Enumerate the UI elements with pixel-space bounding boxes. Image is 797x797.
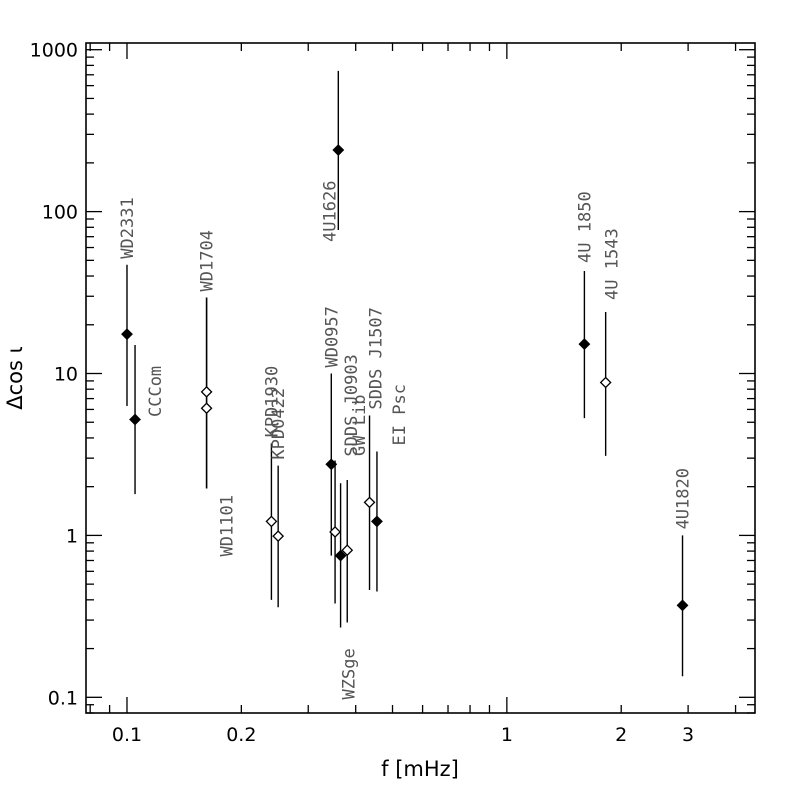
data-point — [334, 549, 347, 562]
data-point — [371, 515, 383, 528]
point-label: SDDS J1507 — [367, 307, 387, 409]
data-markers — [121, 144, 689, 612]
point-label: KPD1930 — [262, 366, 282, 438]
point-label: 4U1626 — [320, 181, 340, 242]
y-tick-label: 100 — [42, 202, 78, 224]
y-tick-label: 0.1 — [48, 687, 78, 709]
y-tick-label: 1 — [66, 525, 78, 547]
x-tick-label: 0.1 — [112, 724, 142, 746]
data-point — [363, 496, 376, 509]
point-label: 4U 1543 — [603, 228, 623, 300]
point-label: SDDS J0903 — [342, 354, 362, 456]
data-point — [200, 402, 213, 415]
data-point — [341, 544, 354, 557]
y-axis-title: Δcos ι — [3, 346, 27, 409]
point-label: CCCom — [146, 366, 166, 417]
data-point — [599, 376, 612, 389]
point-label: 4U1820 — [674, 468, 694, 529]
data-point — [265, 515, 278, 528]
data-point — [676, 599, 689, 612]
point-label: WD0957 — [322, 306, 342, 367]
y-tick-label: 10 — [54, 364, 78, 386]
point-label: WD1704 — [198, 230, 218, 291]
x-tick-label: 1 — [501, 724, 513, 746]
point-label: WD2331 — [118, 197, 138, 258]
x-tick-label: 3 — [682, 724, 694, 746]
data-point — [121, 328, 133, 341]
x-tick-label: 0.2 — [226, 724, 256, 746]
data-point — [325, 458, 338, 471]
error-bars — [126, 70, 684, 677]
data-point — [332, 144, 345, 156]
axis-ticks — [86, 43, 755, 714]
data-point — [129, 413, 141, 426]
data-point — [272, 530, 285, 543]
data-point — [578, 338, 591, 350]
point-label: WZSge — [340, 648, 360, 699]
point-label: KPD0422 — [269, 388, 289, 460]
point-label: 4U 1850 — [575, 191, 595, 263]
point-label: EI Psc — [390, 384, 410, 445]
x-axis-title: f [mHz] — [381, 757, 459, 781]
x-tick-label: 2 — [615, 724, 627, 746]
tick-labels: 0.1 0.2 1 2 3 0.1 1 10 100 1000 — [30, 40, 695, 746]
point-label: GW Lib — [350, 395, 370, 456]
plot-frame — [85, 42, 756, 714]
point-label: WD1101 — [218, 495, 238, 556]
y-tick-label: 1000 — [30, 40, 78, 62]
data-point — [200, 385, 213, 398]
data-point — [329, 526, 341, 538]
